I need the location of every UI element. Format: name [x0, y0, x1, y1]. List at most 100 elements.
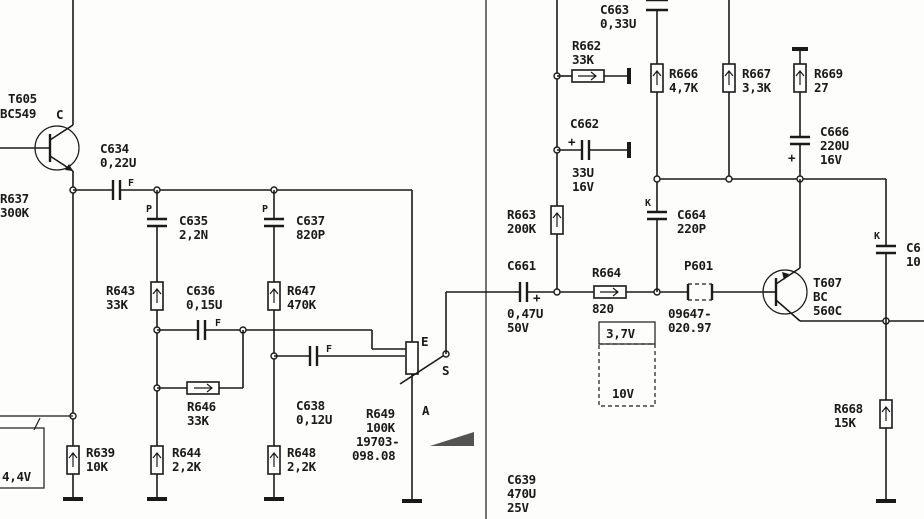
c664-ref: C664 [677, 207, 706, 222]
r649-value: 100K [366, 420, 396, 435]
r643-value: 33K [106, 297, 128, 312]
p601-part2: 020.97 [668, 320, 711, 335]
capacitor-c635 [147, 190, 167, 282]
ground-icon [792, 47, 808, 51]
c639-ref: C639 [507, 472, 536, 487]
r667-ref: R667 [742, 66, 771, 81]
c639-value: 470U [507, 486, 536, 501]
c663-value: 0,33U [600, 16, 636, 31]
capacitor-c634 [73, 180, 412, 200]
capacitor-c637 [264, 190, 284, 282]
c639-voltage: 25V [507, 500, 529, 515]
node [553, 288, 561, 296]
node [653, 175, 661, 183]
taper-wedge-icon [430, 432, 474, 446]
r647-value: 470K [287, 297, 317, 312]
c661-plus: + [533, 290, 541, 305]
r664-value: 820 [592, 301, 614, 316]
r649-pin-e: E [421, 334, 428, 349]
c636-mark: F [215, 318, 221, 329]
c662-ref: C662 [570, 116, 599, 131]
r668-value: 15K [834, 415, 856, 430]
r648-value: 2,2K [287, 459, 317, 474]
voltage-left: 4,4V [2, 469, 32, 484]
r668-ref: R668 [834, 401, 863, 416]
ground-icon [876, 499, 896, 503]
r669-ref: R669 [814, 66, 843, 81]
r639-ref: R639 [86, 445, 115, 460]
c638-ref: C638 [296, 398, 325, 413]
r649-pin-s: S [442, 363, 449, 378]
r647-ref: R647 [287, 283, 316, 298]
c637-value: 820P [296, 227, 325, 242]
c635-mark: P [146, 204, 152, 215]
c635-value: 2,2N [179, 227, 208, 242]
potentiometer-r649 [405, 341, 419, 375]
voltage-right-1: 3,7V [606, 326, 636, 341]
c635-ref: C635 [179, 213, 208, 228]
t607-type: BC [813, 289, 827, 304]
r643-ref: R643 [106, 283, 135, 298]
r662-ref: R662 [572, 38, 601, 53]
c666-voltage: 16V [820, 152, 842, 167]
r666-ref: R666 [669, 66, 698, 81]
c665-value: 10 [906, 254, 920, 269]
capacitor-c636 [157, 320, 410, 350]
r644-ref: R644 [172, 445, 201, 460]
r637-value: 300K [0, 205, 30, 220]
node [725, 175, 733, 183]
r646-value: 33K [187, 413, 209, 428]
c664-value: 220P [677, 221, 706, 236]
capacitor-c638 [274, 346, 405, 366]
ground-icon [402, 499, 422, 503]
p601-ref: P601 [684, 258, 713, 273]
p601-part: 09647- [668, 306, 711, 321]
c662-value: 33U [572, 165, 594, 180]
c662-voltage: 16V [572, 179, 594, 194]
transistor-t605 [0, 0, 80, 190]
r649-part2: 098.08 [352, 448, 395, 463]
r667-value: 3,3K [742, 80, 772, 95]
ground-icon [63, 497, 83, 501]
r649-ref: R649 [366, 406, 395, 421]
c665-mark: K [874, 231, 880, 242]
c662-plus: + [568, 134, 576, 149]
ground-icon [627, 68, 631, 84]
c666-ref: C666 [820, 124, 849, 139]
r666-value: 4,7K [669, 80, 699, 95]
r663-value: 200K [507, 221, 537, 236]
c637-ref: C637 [296, 213, 325, 228]
c636-ref: C636 [186, 283, 215, 298]
c634-mark: F [128, 178, 134, 189]
voltage-box-left [0, 427, 45, 489]
c665-ref: C6 [906, 240, 920, 255]
r664-ref: R664 [592, 265, 621, 280]
c661-ref: C661 [507, 258, 536, 273]
c634-value: 0,22U [100, 155, 136, 170]
c661-voltage: 50V [507, 320, 529, 335]
t607-type2: 560C [813, 303, 842, 318]
voltage-right-2: 10V [612, 386, 634, 401]
voltage-box-right-2 [598, 343, 656, 407]
t605-ref: T605 [8, 91, 37, 106]
c637-mark: P [262, 204, 268, 215]
c666-plus: + [788, 150, 796, 165]
c634-ref: C634 [100, 141, 129, 156]
c638-value: 0,12U [296, 412, 332, 427]
r663-ref: R663 [507, 207, 536, 222]
t605-pin-c: C [56, 107, 63, 122]
r669-value: 27 [814, 80, 828, 95]
transistor-t607 [762, 179, 924, 322]
t607-ref: T607 [813, 275, 842, 290]
t605-type: BC549 [0, 106, 36, 121]
c664-mark: K [645, 198, 651, 209]
r644-value: 2,2K [172, 459, 202, 474]
r639-value: 10K [86, 459, 108, 474]
c661-value: 0,47U [507, 306, 543, 321]
r646-ref: R646 [187, 399, 216, 414]
c638-mark: F [326, 344, 332, 355]
r649-pin-a: A [422, 403, 430, 418]
ground-icon [147, 497, 167, 501]
